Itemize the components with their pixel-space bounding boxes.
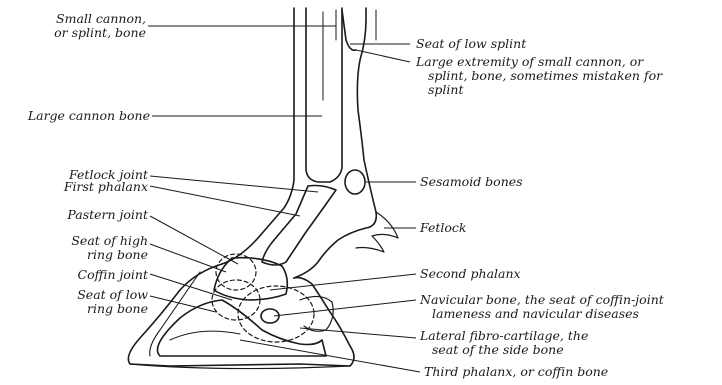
- label-coffin-joint: Coffin joint: [0, 268, 148, 282]
- label-low-ring-1: Seat of low: [0, 288, 148, 302]
- hoof-wall: [128, 264, 354, 366]
- fetlock-tuft: [356, 212, 398, 252]
- label-low-splint: Seat of low splint: [416, 37, 526, 51]
- seat-high-ring-circle: [216, 254, 256, 290]
- label-navicular-1: Navicular bone, the seat of coffin-joint: [420, 293, 664, 307]
- label-navicular-2: lameness and navicular diseases: [432, 307, 639, 321]
- label-low-ring-2: ring bone: [0, 302, 148, 316]
- label-large-cannon: Large cannon bone: [0, 109, 150, 123]
- label-high-ring-1: Seat of high: [0, 234, 148, 248]
- label-high-ring-2: ring bone: [0, 248, 148, 262]
- label-large-extremity-3: splint: [428, 83, 464, 97]
- label-large-extremity-2: splint, bone, sometimes mistaken for: [428, 69, 662, 83]
- label-second-phalanx: Second phalanx: [420, 267, 521, 281]
- label-sesamoid: Sesamoid bones: [420, 175, 523, 189]
- label-third-phalanx: Third phalanx, or coffin bone: [424, 365, 608, 379]
- label-small-cannon-2: or splint, bone: [0, 26, 146, 40]
- leg-front-outline: [222, 8, 294, 264]
- lateral-cartilage: [300, 296, 333, 331]
- label-first-phalanx: First phalanx: [0, 180, 148, 194]
- label-pastern-joint: Pastern joint: [0, 208, 148, 222]
- label-lateral-1: Lateral fibro-cartilage, the: [420, 329, 588, 343]
- large-cannon-bone: [306, 8, 342, 182]
- label-lateral-2: seat of the side bone: [432, 343, 564, 357]
- label-fetlock: Fetlock: [420, 221, 467, 235]
- label-small-cannon: Small cannon,: [0, 12, 146, 26]
- sesamoid-bone: [345, 170, 365, 194]
- label-large-extremity-1: Large extremity of small cannon, or: [416, 55, 643, 69]
- navicular-circle: [238, 286, 314, 342]
